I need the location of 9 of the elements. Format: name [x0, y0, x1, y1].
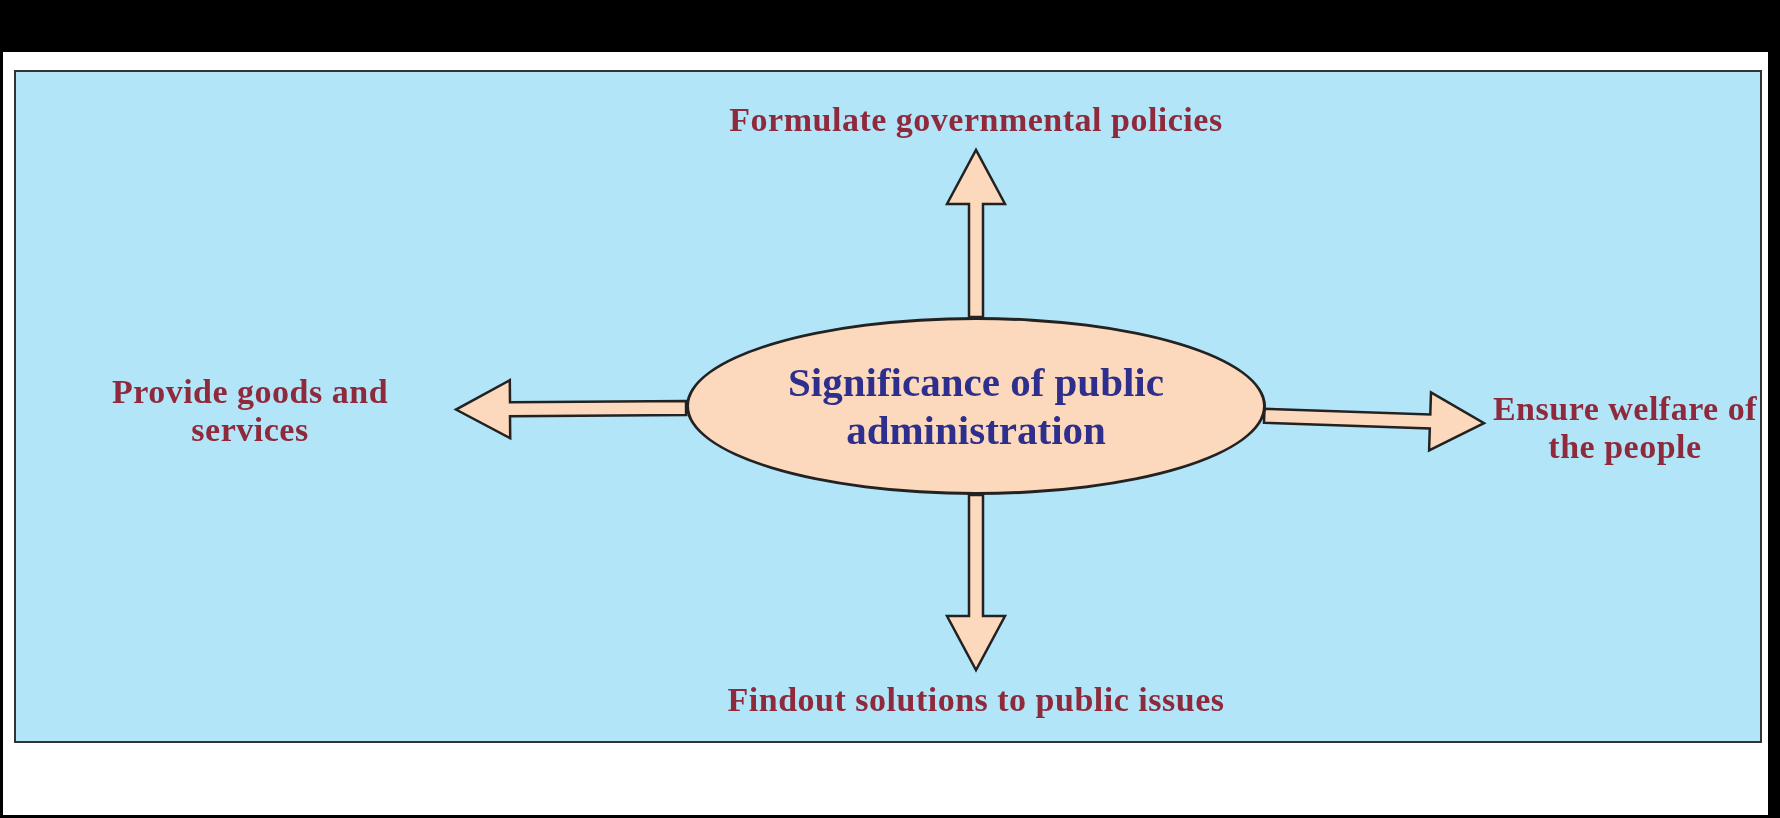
- block-arrow: [944, 147, 1008, 319]
- block-arrow: [453, 378, 688, 441]
- text-label: Ensure welfare of the people: [1490, 366, 1760, 490]
- block-arrow: [1262, 390, 1487, 453]
- node-text: Significance of public administration: [787, 358, 1165, 454]
- text-label: Formulate governmental policies: [576, 96, 1376, 144]
- block-arrow: [944, 493, 1008, 673]
- text-label: Findout solutions to public issues: [576, 676, 1376, 724]
- text-label: Provide goods and services: [50, 368, 450, 454]
